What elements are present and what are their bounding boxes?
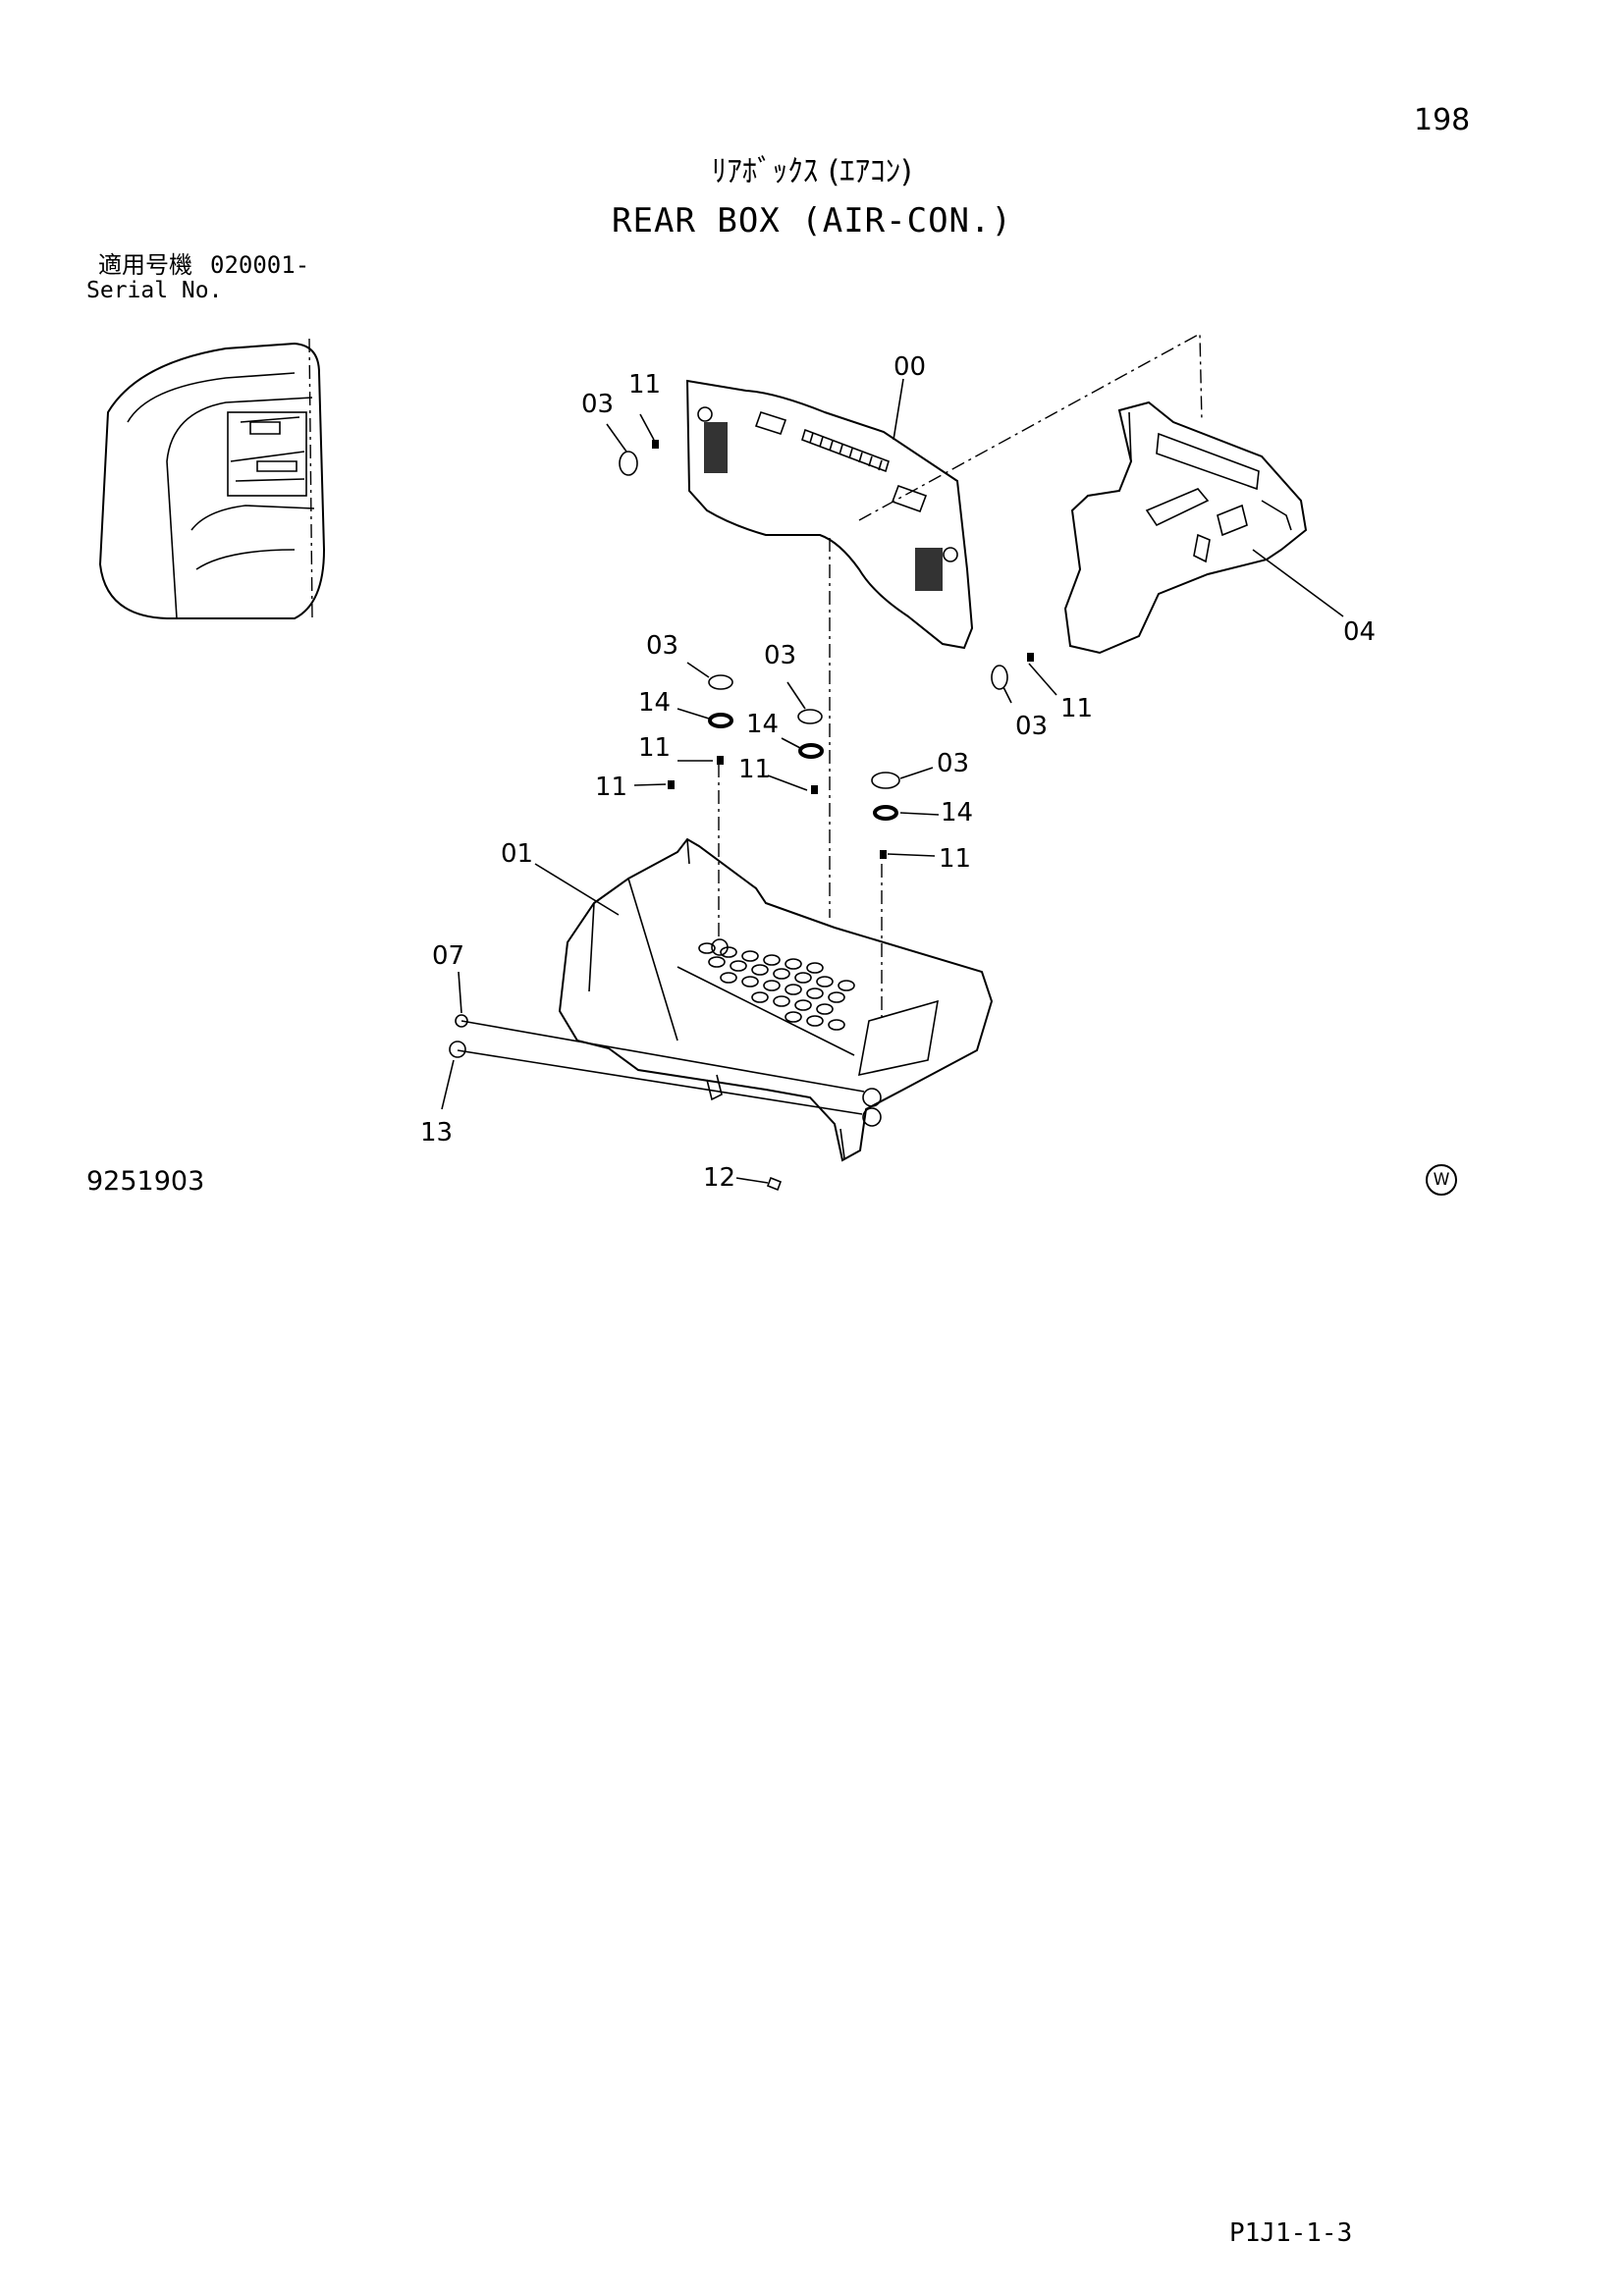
screw-11-f <box>880 850 887 859</box>
screw-11-c <box>717 756 724 765</box>
title-japanese: ﾘｱﾎﾞｯｸｽ (ｴｱｺﾝ) <box>711 154 913 189</box>
grommet-03-c <box>708 674 733 690</box>
screw-12 <box>766 1176 783 1192</box>
bushing-13 <box>449 1041 466 1058</box>
screw-11-d <box>668 780 675 789</box>
o-ring-14-a <box>708 713 733 728</box>
leader-lines <box>441 378 1344 1184</box>
rear-box-lower <box>558 837 994 1162</box>
page-number: 198 <box>1414 103 1471 137</box>
o-ring-14-c <box>873 805 898 821</box>
watermark-symbol: W <box>1426 1164 1457 1196</box>
callout-13: 13 <box>420 1118 453 1148</box>
panel-grille <box>801 428 890 473</box>
serial-label-japanese: 適用号機 020001- <box>98 253 309 277</box>
callout-04: 04 <box>1343 617 1376 647</box>
callout-11-e: 11 <box>738 755 771 784</box>
figure-number: 9251903 <box>86 1166 205 1197</box>
callout-03-b: 03 <box>1015 712 1048 741</box>
callout-14-b: 14 <box>746 710 779 739</box>
callout-00: 00 <box>893 352 926 382</box>
callout-11-f: 11 <box>939 844 971 874</box>
grommet-03-a <box>619 451 638 476</box>
lower-box-grille <box>698 942 855 1031</box>
serial-label-english: Serial No. <box>86 278 223 303</box>
callout-11-a: 11 <box>628 370 661 400</box>
screw-11-b <box>1027 653 1034 662</box>
rear-box-upper-panel <box>685 379 974 650</box>
grommet-03-e <box>871 772 900 789</box>
serial-number: 020001- <box>210 251 310 279</box>
callout-11-c: 11 <box>638 733 671 763</box>
screw-11-e <box>811 785 818 794</box>
callout-07: 07 <box>432 941 464 971</box>
small-parts <box>449 440 1034 1192</box>
screw-11-a <box>652 440 659 449</box>
callout-14-a: 14 <box>638 688 671 718</box>
callout-11-b: 11 <box>1060 694 1093 723</box>
callout-01: 01 <box>501 839 533 869</box>
cab-thumbnail <box>98 338 326 619</box>
callout-03-d: 03 <box>764 641 796 670</box>
callout-14-c: 14 <box>941 798 973 828</box>
pin-07 <box>455 1014 468 1028</box>
serial-label-jp-text: 適用号機 <box>98 251 192 279</box>
rear-box-duct <box>1063 400 1308 655</box>
callout-labels: 00 03 11 04 11 03 03 03 14 14 11 11 11 0… <box>420 352 1376 1193</box>
callout-03-a: 03 <box>581 390 614 419</box>
callout-12: 12 <box>703 1163 735 1193</box>
reference-code: P1J1-1-3 <box>1229 2218 1353 2248</box>
grommet-03-d <box>797 709 823 724</box>
grommet-03-b <box>991 665 1008 690</box>
parts-diagram: 00 03 11 04 11 03 03 03 14 14 11 11 11 0… <box>98 332 1376 1193</box>
title-english: REAR BOX (AIR-CON.) <box>612 201 1012 240</box>
callout-03-c: 03 <box>646 631 678 661</box>
callout-03-e: 03 <box>937 749 969 778</box>
o-ring-14-b <box>798 743 824 759</box>
callout-11-d: 11 <box>595 773 627 802</box>
